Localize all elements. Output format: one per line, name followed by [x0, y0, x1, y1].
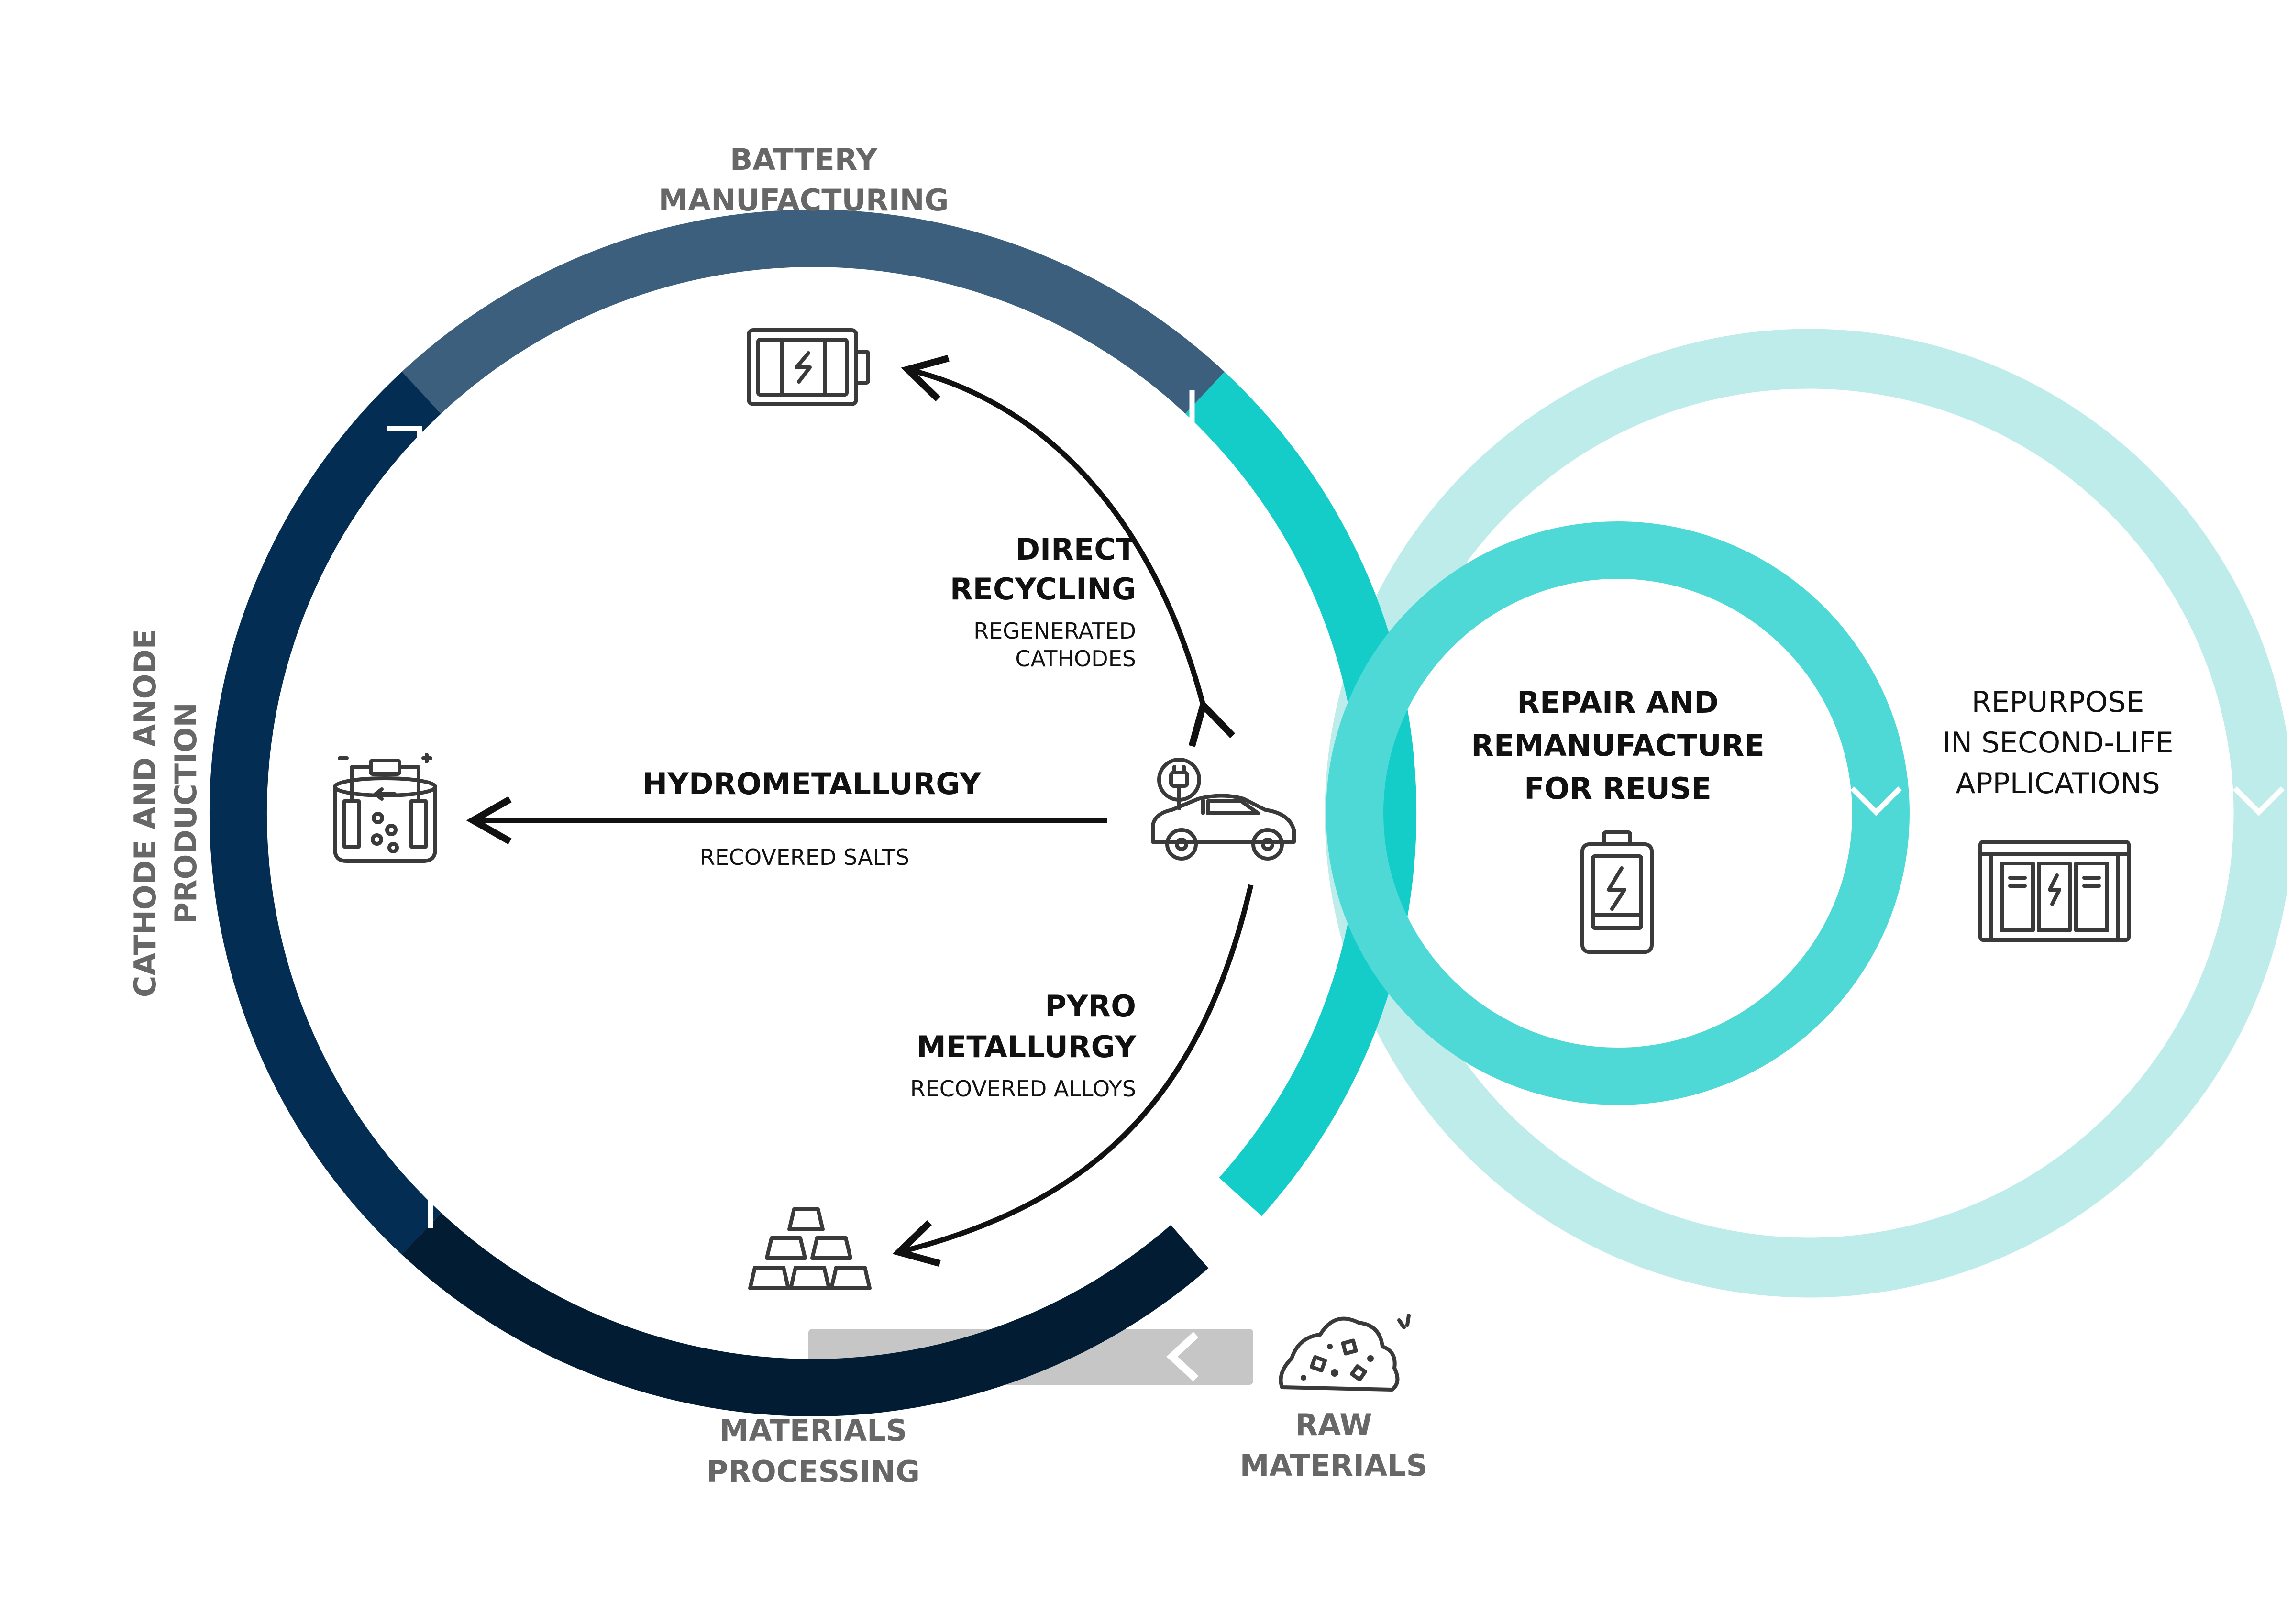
svg-text:RAW: RAW — [1295, 1407, 1372, 1442]
materials-processing-label: MATERIALS PROCESSING — [707, 1413, 920, 1489]
end-of-life-arc — [1185, 372, 1417, 1216]
svg-text:PROCESSING: PROCESSING — [707, 1454, 920, 1489]
hydrometallurgy-label: HYDROMETALLURGY RECOVERED SALTS — [642, 766, 982, 870]
charging-battery-icon — [1580, 830, 1654, 954]
cathode-anode-arc — [210, 372, 441, 1255]
pyrometallurgy-label: PYRO METALLURGY RECOVERED ALLOYS — [910, 989, 1137, 1102]
repair-loop-ring — [1326, 521, 1910, 1105]
materials-processing-arc — [402, 1213, 1209, 1416]
svg-text:DIRECT: DIRECT — [1016, 532, 1136, 567]
direct-recycling-label: DIRECT RECYCLING REGENERATED CATHODES — [950, 532, 1136, 672]
storage-cabinet-icon — [1978, 840, 2131, 942]
battery-manufacturing-label: BATTERY MANUFACTURING — [659, 142, 949, 218]
svg-text:APPLICATIONS: APPLICATIONS — [1956, 767, 2160, 800]
raw-materials-label: RAW MATERIALS — [1240, 1407, 1427, 1483]
cathode-anode-production-label: CATHODE AND ANODE PRODUCTION — [128, 629, 203, 997]
svg-text:MATERIALS: MATERIALS — [719, 1413, 907, 1448]
battery-icon — [747, 328, 870, 406]
svg-text:MATERIALS: MATERIALS — [1240, 1448, 1427, 1483]
svg-text:RECOVERED SALTS: RECOVERED SALTS — [700, 844, 909, 870]
svg-text:BATTERY: BATTERY — [730, 142, 878, 177]
svg-text:CATHODES: CATHODES — [1015, 646, 1136, 672]
repurpose-second-life-label: REPURPOSE IN SECOND-LIFE APPLICATIONS — [1942, 685, 2173, 800]
svg-text:REGENERATED: REGENERATED — [973, 618, 1136, 644]
junction-bracket-bottom-left — [428, 1197, 462, 1228]
svg-text:FOR REUSE: FOR REUSE — [1524, 771, 1712, 806]
battery-manufacturing-arc — [402, 210, 1225, 414]
svg-text:REPURPOSE: REPURPOSE — [1972, 685, 2144, 719]
junction-bracket-top-left — [387, 426, 422, 459]
repair-loop-chevron-icon — [1850, 786, 1902, 816]
svg-text:PYRO: PYRO — [1045, 989, 1136, 1024]
pyrometallurgy-arrow — [892, 884, 1254, 1267]
svg-text:CATHODE AND ANODE: CATHODE AND ANODE — [128, 629, 163, 997]
svg-text:MANUFACTURING: MANUFACTURING — [659, 183, 949, 218]
raw-ore-icon — [1279, 1314, 1411, 1392]
svg-text:REMANUFACTURE: REMANUFACTURE — [1471, 728, 1764, 763]
svg-text:METALLURGY: METALLURGY — [917, 1029, 1137, 1064]
svg-text:REPAIR AND: REPAIR AND — [1517, 685, 1719, 720]
svg-text:PRODUCTION: PRODUCTION — [168, 702, 203, 924]
repurpose-loop-chevron-icon — [2233, 786, 2285, 816]
repurpose-loop-ring — [1325, 329, 2287, 1298]
svg-text:RECYCLING: RECYCLING — [950, 572, 1136, 607]
svg-text:IN SECOND-LIFE: IN SECOND-LIFE — [1942, 726, 2173, 760]
repair-remanufacture-label: REPAIR AND REMANUFACTURE FOR REUSE — [1471, 685, 1764, 806]
svg-text:RECOVERED ALLOYS: RECOVERED ALLOYS — [910, 1076, 1136, 1102]
electrolysis-cell-icon — [333, 753, 437, 863]
metal-ingots-icon — [748, 1207, 872, 1290]
svg-text:HYDROMETALLURGY: HYDROMETALLURGY — [642, 766, 982, 801]
electric-car-icon — [1151, 758, 1296, 861]
direct-recycling-arrow — [901, 354, 1236, 747]
raw-materials-chevron-icon — [1166, 1332, 1199, 1381]
